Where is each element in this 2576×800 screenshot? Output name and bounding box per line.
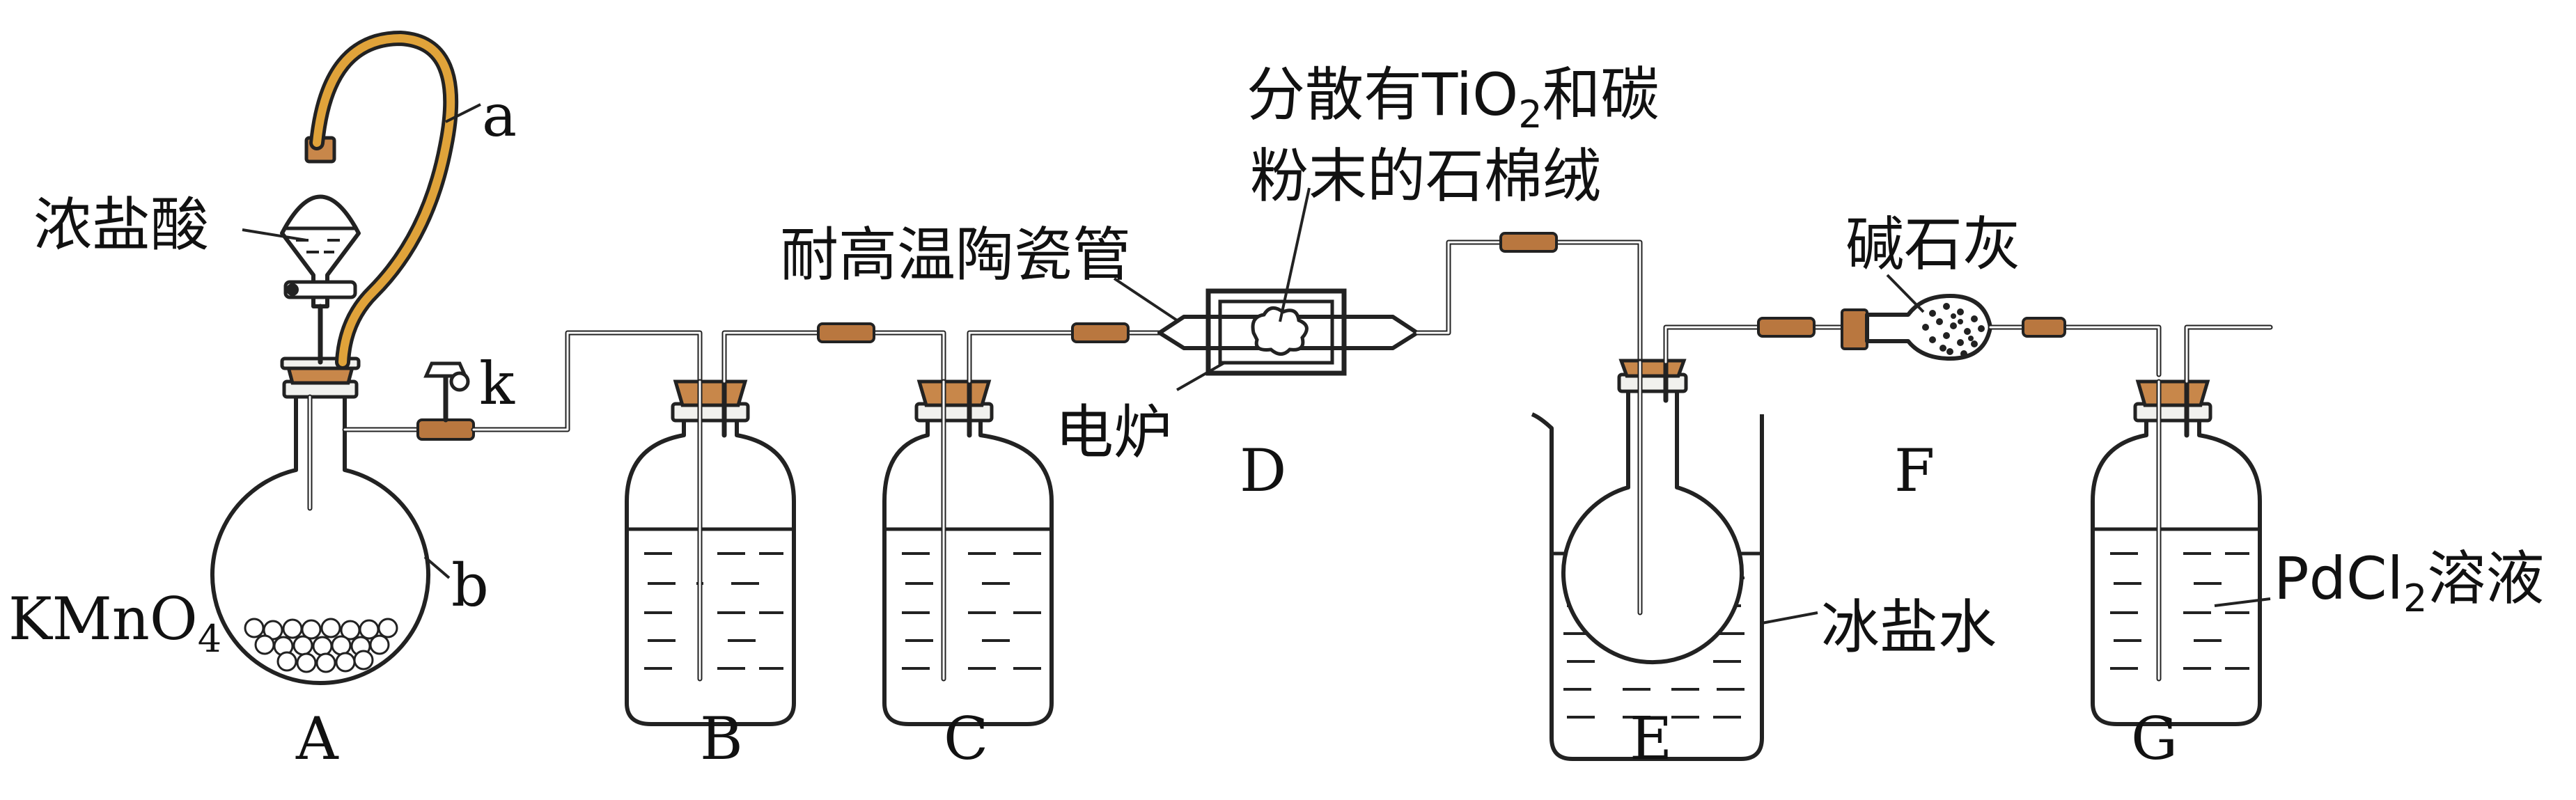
label-asbestos-line2: 粉末的石棉绒	[1250, 142, 1601, 210]
valve-k	[416, 361, 475, 441]
gas-washing-bottle-b	[625, 322, 946, 726]
letter-c: C	[944, 705, 988, 773]
soda-lime-granules	[1922, 303, 1985, 357]
label-furnace: 电炉	[1055, 398, 1172, 466]
drying-tube-f	[1841, 294, 2162, 377]
furnace-box	[1205, 288, 1347, 376]
letter-e: E	[1630, 705, 1672, 773]
absorption-bottle-g	[2091, 324, 2273, 726]
label-hose-a: a	[482, 81, 517, 150]
label-asbestos-line1: 分散有TiO2和碳	[1247, 61, 1660, 136]
label-flask-b: b	[451, 551, 489, 620]
letter-b: B	[700, 705, 743, 773]
letter-g: G	[2131, 705, 2178, 773]
leader-lines	[242, 103, 2271, 625]
apparatus-a	[210, 30, 703, 685]
label-soda-lime: 碱石灰	[1845, 210, 2021, 279]
gas-washing-bottle-c	[882, 322, 1166, 726]
letter-d: D	[1240, 437, 1286, 505]
label-pdcl2: PdCl2溶液	[2274, 544, 2544, 620]
kmno4-granules	[244, 618, 398, 673]
label-ceramic-tube: 耐高温陶瓷管	[780, 221, 1131, 289]
ice-bath-e	[1531, 317, 1845, 761]
letter-f: F	[1894, 437, 1935, 505]
receiving-flask	[1561, 388, 1744, 665]
label-valve-k: k	[479, 350, 515, 418]
electric-furnace-d	[1157, 232, 1643, 376]
letter-a: A	[295, 705, 339, 773]
label-conc-hcl: 浓盐酸	[33, 191, 209, 259]
funnel-stopcock	[283, 280, 357, 299]
round-bottom-flask	[210, 388, 430, 685]
asbestos-wool	[1251, 306, 1309, 356]
label-ice-salt-water: 冰盐水	[1821, 593, 1997, 661]
label-kmno4: KMnO4	[8, 585, 221, 661]
